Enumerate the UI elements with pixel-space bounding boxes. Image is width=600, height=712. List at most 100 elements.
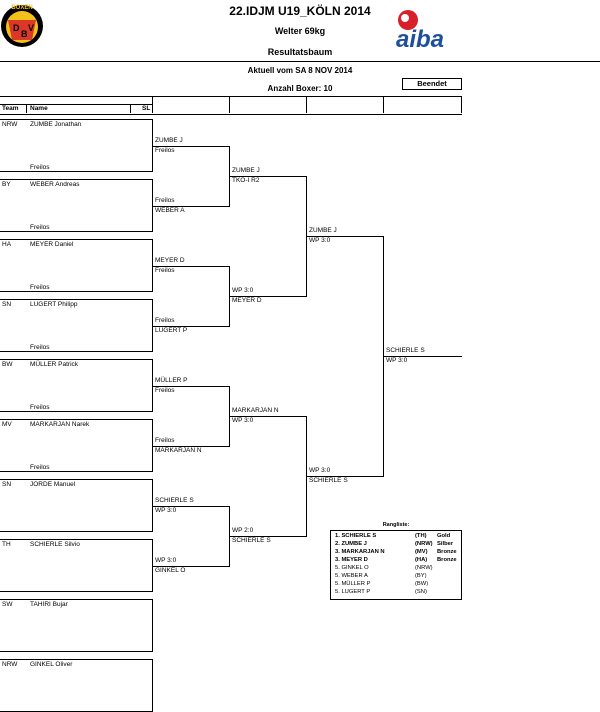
- ranking-team: (BW): [415, 581, 429, 587]
- column-divider: [229, 96, 230, 113]
- entry-bracket-vertical: [152, 659, 153, 712]
- round2-slot-line: [229, 536, 307, 537]
- entry-bottom-line: [0, 351, 153, 352]
- entry-bracket-vertical: [152, 119, 153, 172]
- entry-name: WEBER Andreas: [30, 181, 80, 188]
- entry-bottom-line: [0, 291, 153, 292]
- ranking-name: 5. LUGERT P: [335, 589, 371, 595]
- entry-name: ZUMBE Jonathan: [30, 121, 82, 128]
- round2-top: WP 3:0: [232, 287, 254, 294]
- final-result: WP 3:0: [386, 357, 408, 364]
- entry-top-line: [0, 179, 153, 180]
- round1-top: MÜLLER P: [155, 377, 188, 384]
- entry-bracket-vertical: [152, 479, 153, 532]
- entry-top-line: [0, 239, 153, 240]
- entry-name: MARKARJAN Narek: [30, 421, 90, 428]
- header-divider: [0, 61, 600, 62]
- round3-top: ZUMBE J: [309, 227, 337, 234]
- column-labels-row: [0, 104, 153, 113]
- entry-bye: Freilos: [30, 404, 50, 411]
- round1-top: Freilos: [155, 197, 175, 204]
- final-slot-line: [383, 356, 462, 357]
- round2-bottom: SCHIERLE S: [232, 537, 271, 544]
- column-divider: [26, 104, 27, 113]
- round1-top: Freilos: [155, 437, 175, 444]
- entry-team: BY: [2, 181, 11, 188]
- ranking-name: 3. MARKARJAN N: [335, 549, 385, 555]
- round1-slot-line: [152, 206, 230, 207]
- ranking-team: (SN): [415, 589, 427, 595]
- entry-team: NRW: [2, 661, 18, 668]
- entry-bye: Freilos: [30, 344, 50, 351]
- column-divider: [383, 96, 384, 113]
- column-header-box: [0, 96, 462, 115]
- entry-team: NRW: [2, 121, 18, 128]
- ranking-name: 1. SCHIERLE S: [335, 533, 377, 539]
- entry-team: SW: [2, 601, 13, 608]
- entry-name: SCHIERLE Silvio: [30, 541, 80, 548]
- round1-slot-line: [152, 566, 230, 567]
- final-winner: SCHIERLE S: [386, 347, 425, 354]
- entry-top-line: [0, 479, 153, 480]
- round1-slot-line: [152, 146, 230, 147]
- entry-bottom-line: [0, 651, 153, 652]
- entry-name: GINKEL Oliver: [30, 661, 73, 668]
- ranking-medal: Bronze: [437, 557, 457, 563]
- entry-top-line: [0, 119, 153, 120]
- entry-top-line: [0, 299, 153, 300]
- ranking-team: (MV): [415, 549, 428, 555]
- round1-top: WP 3:0: [155, 557, 177, 564]
- column-header-name: Name: [30, 105, 48, 112]
- round2-slot-line: [229, 416, 307, 417]
- entry-team: BW: [2, 361, 13, 368]
- entry-bye: Freilos: [30, 224, 50, 231]
- entry-bracket-vertical: [152, 419, 153, 472]
- entry-bracket-vertical: [152, 299, 153, 352]
- entry-name: MÜLLER Patrick: [30, 361, 79, 368]
- round2-slot-line: [229, 296, 307, 297]
- entry-top-line: [0, 359, 153, 360]
- weight-class: Welter 69kg: [274, 26, 326, 36]
- round1-slot-line: [152, 326, 230, 327]
- round2-top: ZUMBE J: [232, 167, 260, 174]
- ranking-team: (HA): [415, 557, 428, 563]
- round1-slot-line: [152, 386, 230, 387]
- column-header-sl: SL: [142, 105, 151, 112]
- date-line: Aktuell vom SA 8 NOV 2014: [247, 66, 353, 75]
- entry-team: SN: [2, 301, 12, 308]
- ranking-team: (NRW): [415, 541, 433, 547]
- round1-top: ZUMBE J: [155, 137, 183, 144]
- column-divider: [306, 96, 307, 113]
- round1-top: SCHIERLE S: [155, 497, 194, 504]
- round2-bottom: MEYER D: [232, 297, 262, 304]
- ranking-medal: Gold: [437, 533, 451, 539]
- round1-top: Freilos: [155, 317, 175, 324]
- round1-bottom: MARKARJAN N: [155, 447, 202, 454]
- entry-team: TH: [2, 541, 11, 548]
- entry-bye: Freilos: [30, 164, 50, 171]
- entry-bottom-line: [0, 411, 153, 412]
- round2-top: MARKARJAN N: [232, 407, 279, 414]
- round1-slot-line: [152, 506, 230, 507]
- entry-bottom-line: [0, 471, 153, 472]
- logo-boxen-text: BOXEN: [11, 5, 32, 11]
- round1-bottom: LUGERT P: [155, 327, 188, 334]
- round1-bottom: GINKEL O: [155, 567, 186, 574]
- logo-letter-v: V: [28, 23, 34, 33]
- ranking-name: 5. MÜLLER P: [335, 581, 371, 587]
- entry-top-line: [0, 659, 153, 660]
- round3-bottom: SCHIERLE S: [309, 477, 348, 484]
- ranking-team: (NRW): [415, 565, 433, 571]
- ranking-name: 5. WEBER A: [335, 573, 368, 579]
- ranking-name: 2. ZUMBE J: [335, 541, 367, 547]
- round3-bottom: WP 3:0: [309, 237, 331, 244]
- entry-bye: Freilos: [30, 464, 50, 471]
- round1-bottom: Freilos: [155, 387, 175, 394]
- ranking-name: 3. MEYER D: [335, 557, 368, 563]
- dbv-boxen-logo: BOXEN D B V: [0, 0, 44, 50]
- ranking-title: Rangliste:: [382, 522, 410, 528]
- column-header-team: Team: [2, 105, 19, 112]
- round1-bottom: WP 3:0: [155, 507, 177, 514]
- column-divider: [461, 96, 462, 113]
